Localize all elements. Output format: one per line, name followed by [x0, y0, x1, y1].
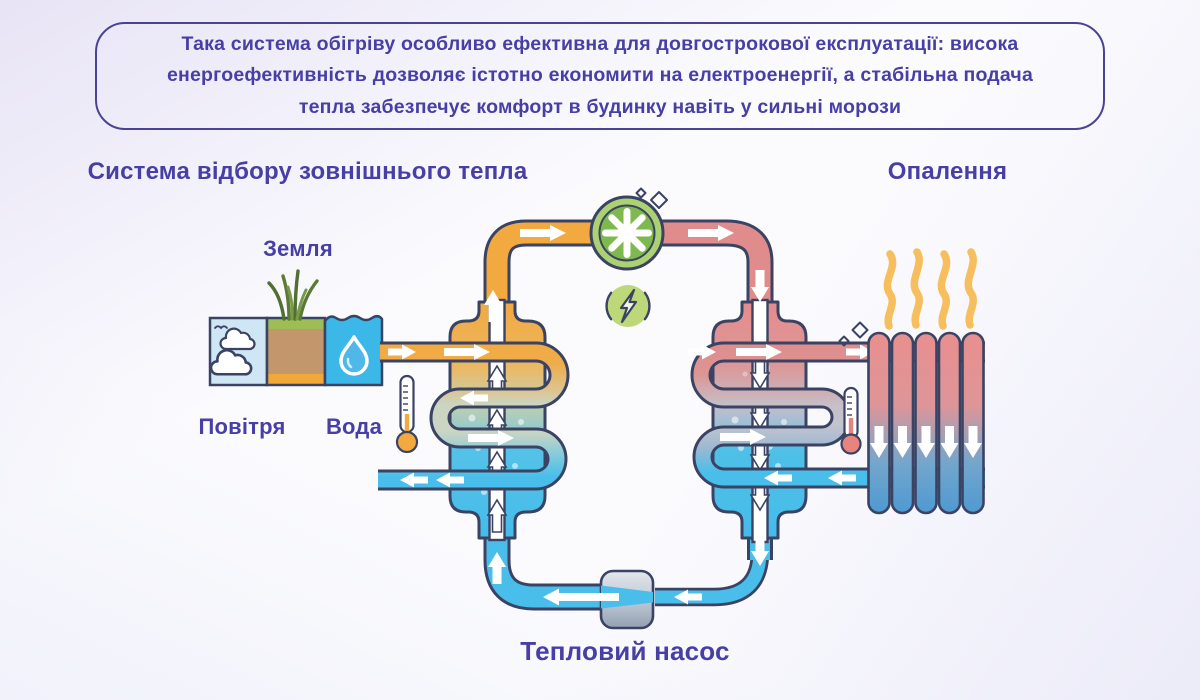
heat-source-boxes — [208, 269, 384, 387]
thermometer-cold-icon — [395, 374, 419, 454]
sparkles-icon — [635, 187, 869, 347]
label-heat-pump: Тепловий насос — [520, 636, 730, 666]
water-source-box — [323, 314, 384, 387]
grass-icon — [267, 269, 319, 321]
energy-lightning-icon — [605, 285, 651, 327]
thermometer-hot-icon — [840, 386, 862, 455]
label-source-system: Система відбору зовнішнього тепла — [87, 158, 528, 185]
label-heating: Опалення — [887, 158, 1008, 185]
callout-box: Така система обігріву особливо ефективна… — [95, 22, 1105, 130]
ground-source-box — [265, 269, 327, 387]
source-water-coil — [378, 341, 570, 491]
heating-water-coil — [690, 341, 985, 489]
compressor-fan-icon — [589, 195, 665, 271]
flow-arrow-icon — [543, 588, 619, 606]
heat-waves-icon — [883, 248, 977, 330]
label-ground: Земля — [263, 236, 333, 261]
water-drop-icon — [339, 335, 369, 376]
radiator-icon — [867, 331, 985, 515]
label-air: Повітря — [198, 414, 286, 439]
expansion-valve-icon — [543, 569, 655, 630]
label-water: Вода — [325, 414, 383, 439]
callout-text: Така система обігріву особливо ефективна… — [166, 32, 1033, 118]
air-source-box — [208, 316, 269, 387]
